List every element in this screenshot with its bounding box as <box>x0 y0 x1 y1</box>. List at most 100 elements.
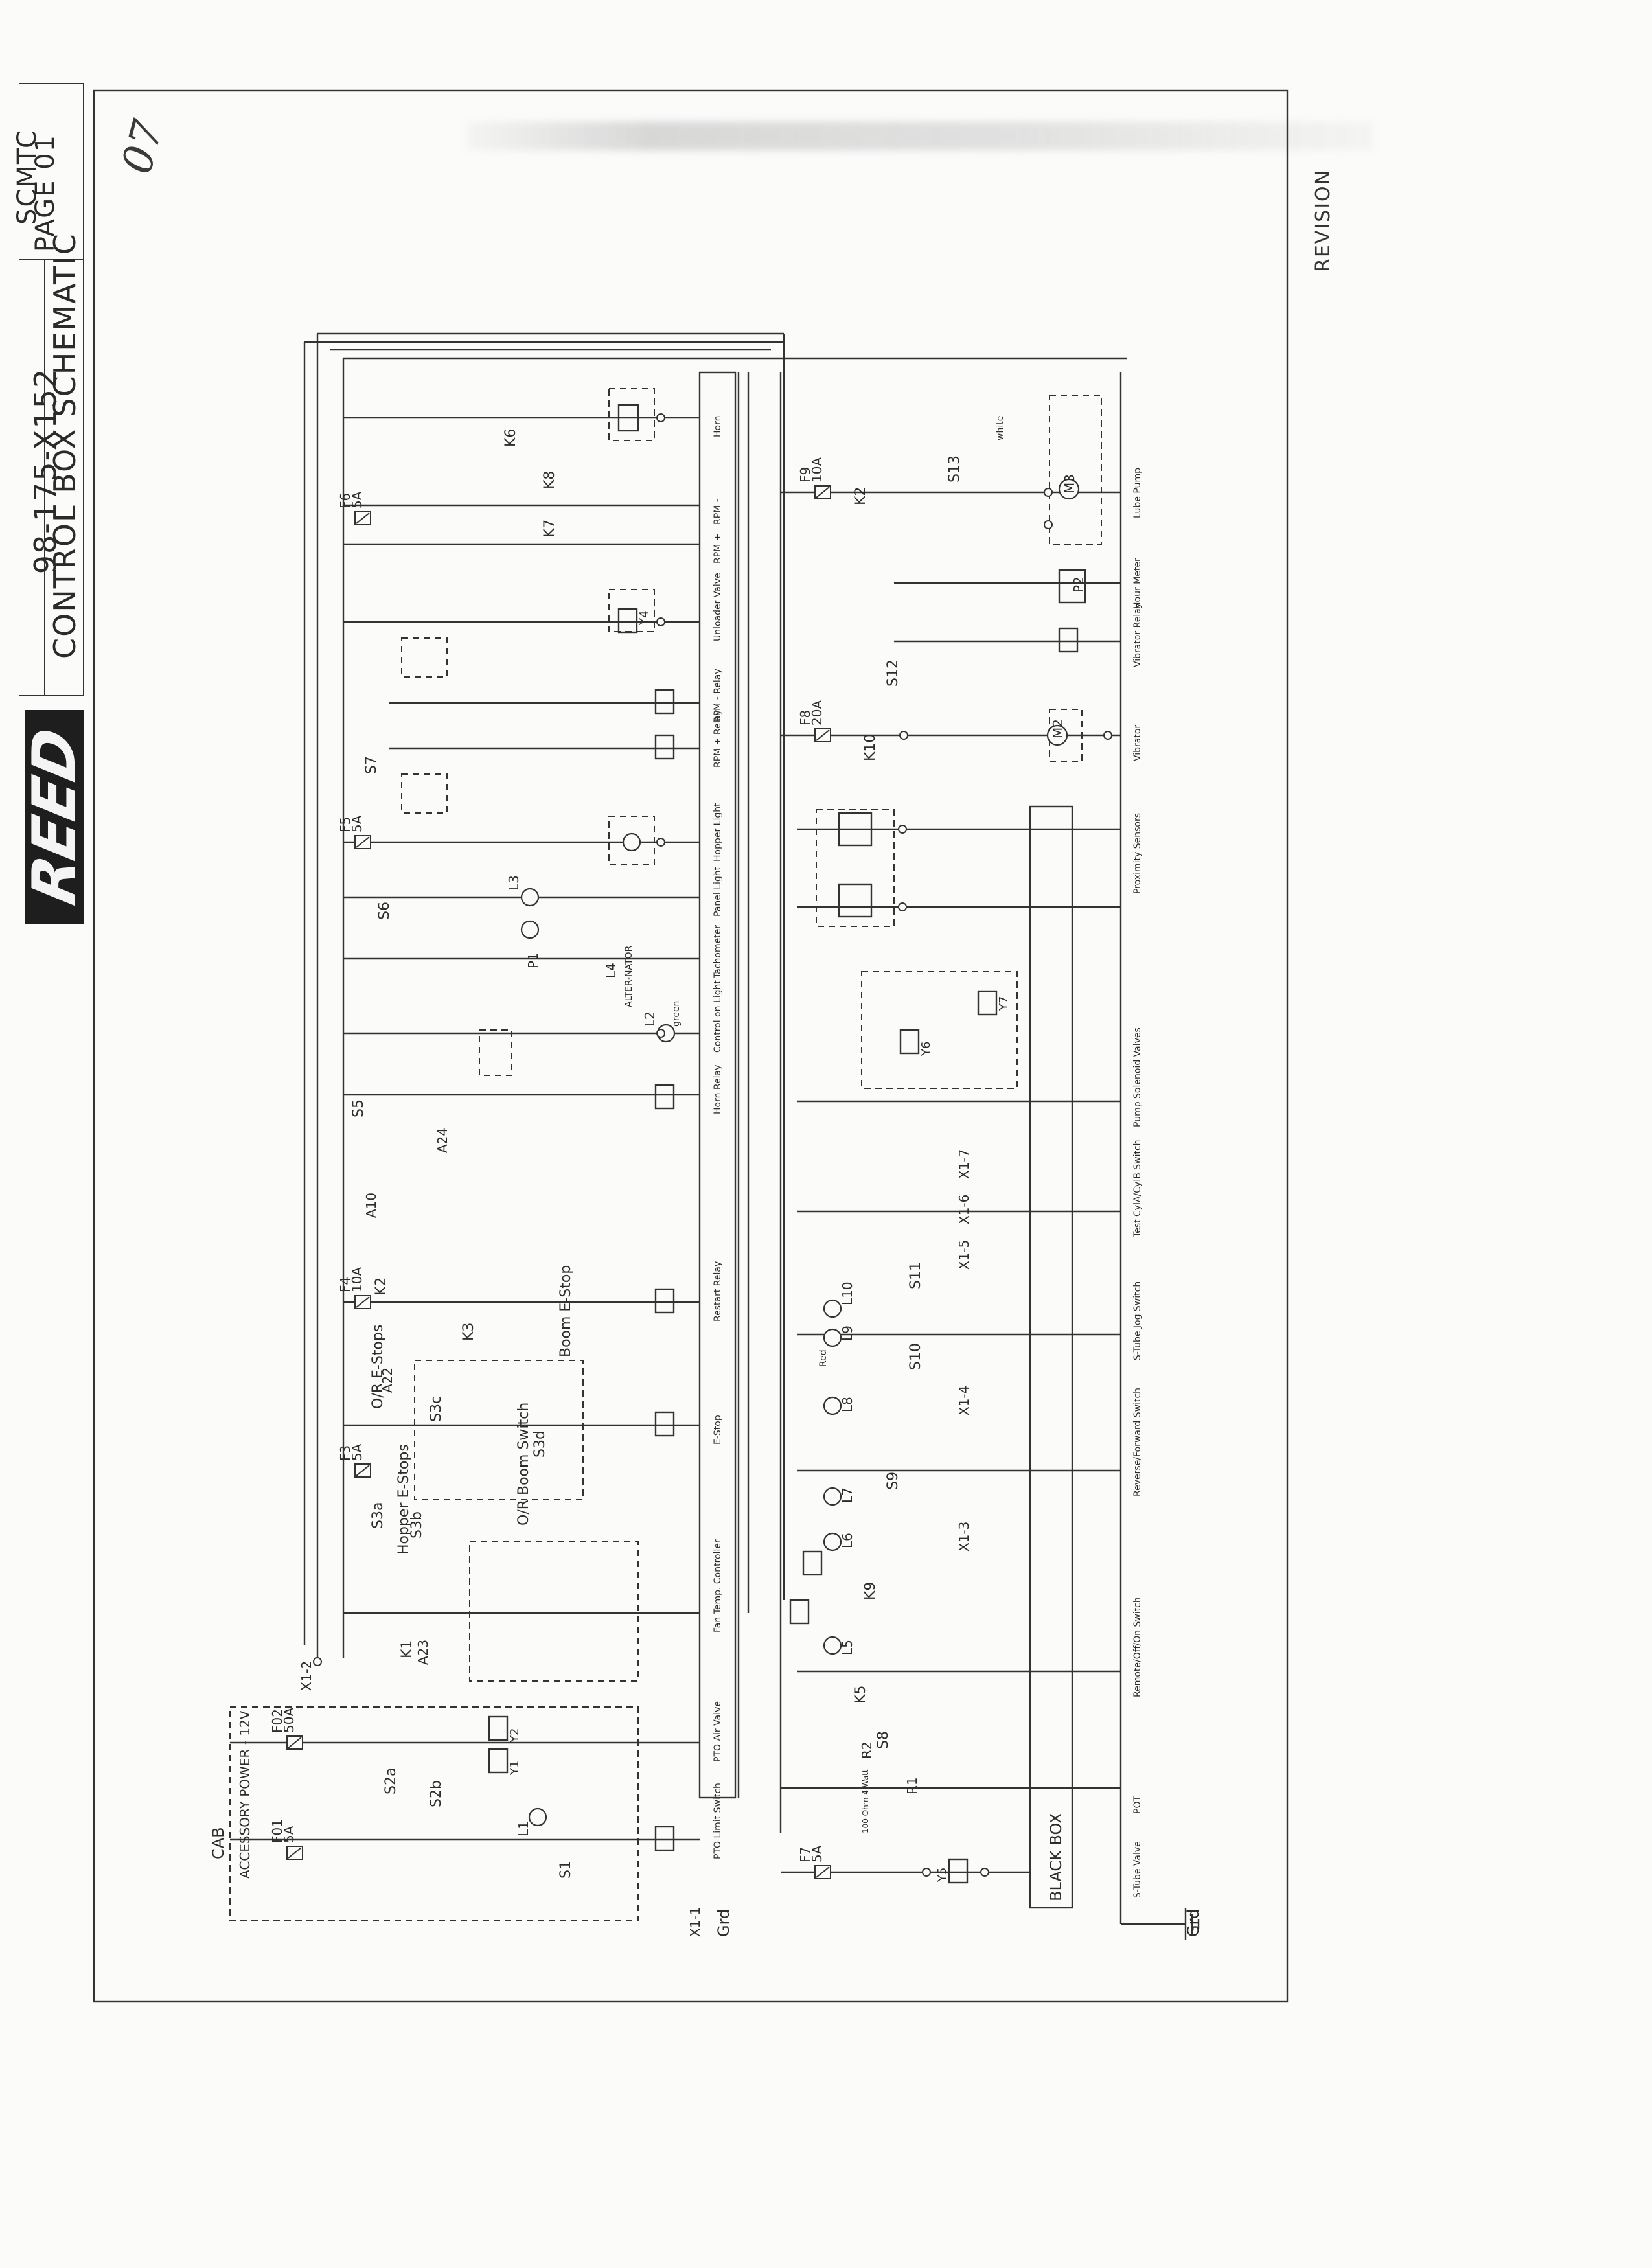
column-label-restart-relay: Restart Relay <box>713 1261 723 1322</box>
switch-label-s10: S10 <box>908 1343 924 1370</box>
lamp-label-l8: L8 <box>840 1397 855 1412</box>
lamp-label-l5: L5 <box>840 1640 855 1655</box>
relay-coil-k9 <box>802 1550 823 1576</box>
fuse-label-f4: F4 <box>338 1277 353 1292</box>
switch-label-s2a: S2a <box>383 1768 399 1794</box>
label-a22: A22 <box>380 1368 395 1393</box>
fuse-rating-f7: 5A <box>809 1845 825 1862</box>
relay-label-k2: K2 <box>373 1277 389 1296</box>
relay-label-k5: K5 <box>853 1686 869 1704</box>
pump-solenoid-enclosure <box>861 971 1018 1089</box>
column-label-rpm-minus-relay: RPM - Relay <box>713 669 723 722</box>
switch-label-s3c: S3c <box>428 1396 444 1422</box>
fuse-label-f9: F9 <box>797 467 813 483</box>
lube-pump-motor-m3 <box>1058 478 1080 500</box>
label-p2: P2 <box>1071 577 1086 593</box>
relay-label-k8: K8 <box>542 471 558 489</box>
column-label-hopper-light: Hopper Light <box>713 803 723 862</box>
fuse-element <box>288 1737 302 1748</box>
relay-label-k10: K10 <box>862 734 878 761</box>
proximity-sensor-enclosure <box>816 809 895 927</box>
column-label-unloader-valve: Unloader Valve <box>713 573 723 641</box>
fuse-element <box>356 836 370 848</box>
switch-label-s3d: S3d <box>532 1430 548 1458</box>
fan-controller-enclosure <box>469 1541 639 1682</box>
title-block-divider <box>44 259 45 696</box>
lamp-label-l9: L9 <box>840 1325 855 1341</box>
switch-label-s5: S5 <box>350 1099 367 1117</box>
column-label-rpm-minus: RPM - <box>713 499 723 525</box>
column-label-tachometer: Tachometer <box>713 925 723 979</box>
fuse-element <box>816 487 830 498</box>
terminal <box>1044 488 1053 497</box>
lower-column-label-remote-off-on-switch: Remote/Off/On Switch <box>1132 1597 1143 1697</box>
horn-speaker <box>617 404 639 432</box>
label-r2: R2 <box>859 1741 875 1759</box>
lower-column-label-s-tube-valve: S-Tube Valve <box>1132 1841 1143 1898</box>
fuse-label-f02: F02 <box>270 1709 285 1733</box>
lamp-l4 <box>622 832 641 852</box>
fuse-rating-f3: 5A <box>349 1443 365 1461</box>
fuse-rating-f9: 10A <box>809 457 825 483</box>
lamp-l9 <box>823 1328 842 1347</box>
lamp-l7 <box>823 1487 842 1506</box>
label-or-estops: O/R E-Stops <box>370 1325 386 1409</box>
lamp-l10 <box>823 1299 842 1318</box>
relay-coil-k10 <box>1058 627 1079 653</box>
switch-label-s8: S8 <box>875 1731 891 1749</box>
relay-coil-k1 <box>654 1826 675 1851</box>
solenoid-y1 <box>488 1748 509 1774</box>
reed-logo: REED <box>25 710 84 924</box>
solenoid-y4 <box>617 608 638 634</box>
fuse-element <box>816 1866 830 1878</box>
relay-coil-k6 <box>654 1084 675 1110</box>
terminal <box>656 1029 665 1038</box>
fuse-label-f5: F5 <box>338 817 353 832</box>
lower-column-label-test-cyl-switch: Test CylA/CylB Switch <box>1132 1140 1143 1238</box>
cab-enclosure <box>229 1706 639 1921</box>
s7-enclosure <box>401 773 448 814</box>
label-boom-estop: Boom E-Stop <box>558 1265 574 1357</box>
fuse-element <box>816 729 830 741</box>
switch-label-s3a: S3a <box>370 1502 386 1529</box>
title-block-border <box>83 83 84 695</box>
relay-coil-k2 <box>654 1411 675 1437</box>
solenoid-label-y5: Y5 <box>935 1868 949 1883</box>
terminal <box>898 825 907 834</box>
column-label-horn: Horn <box>713 416 723 437</box>
label-x1-7: X1-7 <box>956 1149 972 1179</box>
relay-label-k2: K2 <box>853 487 869 505</box>
column-label-pto-air-valve: PTO Air Valve <box>713 1701 723 1762</box>
lamp-label-l3: L3 <box>506 875 522 891</box>
label-x1-4: X1-4 <box>956 1386 972 1415</box>
label-m3: M3 <box>1062 474 1077 494</box>
sheet-border <box>93 89 1289 2003</box>
proximity-sensor <box>838 812 873 847</box>
label-grd: Grd <box>715 1909 733 1937</box>
relay-label-k6: K6 <box>503 429 519 447</box>
vibrator-motor-m2 <box>1046 724 1068 746</box>
label-or-boom-switch: O/R Boom Switch <box>516 1403 532 1526</box>
switch-label-s2b: S2b <box>428 1780 444 1807</box>
title-block-divider <box>19 259 84 260</box>
fuse-rating-f4: 10A <box>349 1267 365 1292</box>
label-hopper-estops: Hopper E-Stops <box>396 1444 412 1555</box>
lower-column-label-s-tube-jog-switch: S-Tube Jog Switch <box>1132 1281 1143 1360</box>
switch-label-s12: S12 <box>885 659 901 687</box>
black-box <box>1029 805 1073 1909</box>
lamp-label-l6: L6 <box>840 1533 855 1548</box>
switch-label-s7: S7 <box>363 756 380 774</box>
fuse-label-f8: F8 <box>797 710 813 726</box>
lower-column-label-proximity-sensors: Proximity Sensors <box>1132 813 1143 894</box>
label-x1-3: X1-3 <box>956 1522 972 1552</box>
relay-label-k3: K3 <box>461 1323 477 1341</box>
s7-enclosure <box>401 637 448 678</box>
fuse-rating-f02: 50A <box>281 1708 297 1733</box>
label-grd-2: Grd <box>1184 1909 1202 1937</box>
label-black-box: BLACK BOX <box>1047 1813 1065 1901</box>
scan-smudge <box>466 122 1373 150</box>
label-a23: A23 <box>415 1640 431 1665</box>
relay-coil-k3 <box>654 1288 675 1314</box>
fuse-rating-f6: 5A <box>349 491 365 509</box>
